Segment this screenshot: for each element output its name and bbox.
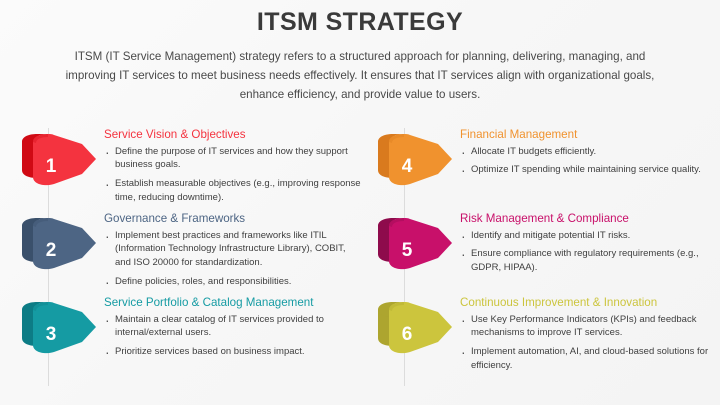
bullet-item: Ensure compliance with regulatory requir… — [460, 244, 718, 274]
step-bullet-list: Maintain a clear catalog of IT services … — [104, 310, 362, 362]
step-bullet-list: Implement best practices and frameworks … — [104, 226, 362, 291]
bullet-item: Use Key Performance Indicators (KPIs) an… — [460, 310, 718, 340]
bullet-item: Define policies, roles, and responsibili… — [104, 272, 362, 291]
step-heading: Service Vision & Objectives — [104, 128, 246, 141]
ribbon-body — [389, 134, 452, 186]
ribbon-badge-5: 5 — [370, 218, 462, 280]
step-bullet-list: Define the purpose of IT services and ho… — [104, 142, 362, 204]
ribbon-badge-2: 2 — [14, 218, 106, 280]
ribbon-badge-4: 4 — [370, 134, 462, 196]
step-content: Governance & FrameworksImplement best pr… — [104, 212, 362, 293]
step-content: Service Portfolio & Catalog ManagementMa… — [104, 296, 362, 364]
bullet-item: Maintain a clear catalog of IT services … — [104, 310, 362, 340]
ribbon-fold-shadow — [389, 218, 404, 227]
ribbon-badge-3: 3 — [14, 302, 106, 364]
ribbon-shape — [378, 302, 452, 354]
ribbon-fold-shadow — [389, 302, 404, 311]
intro-paragraph: ITSM (IT Service Management) strategy re… — [65, 50, 655, 101]
ribbon-shape — [22, 134, 96, 186]
step-heading: Service Portfolio & Catalog Management — [104, 296, 314, 309]
page-title: ITSM STRATEGY — [256, 8, 464, 36]
step-content: Service Vision & ObjectivesDefine the pu… — [104, 128, 362, 209]
ribbon-body — [33, 134, 96, 186]
bullet-item: Implement best practices and frameworks … — [104, 226, 362, 270]
step-heading: Continuous Improvement & Innovation — [460, 296, 658, 309]
ribbon-body — [33, 302, 96, 354]
step-bullet-list: Allocate IT budgets efficiently.Optimize… — [460, 142, 718, 180]
step-heading: Financial Management — [460, 128, 578, 141]
step-content: Risk Management & ComplianceIdentify and… — [460, 212, 718, 280]
ribbon-shape — [22, 218, 96, 270]
ribbon-badge-1: 1 — [14, 134, 106, 196]
step-content: Continuous Improvement & InnovationUse K… — [460, 296, 718, 377]
ribbon-shape — [22, 302, 96, 354]
bullet-item: Implement automation, AI, and cloud-base… — [460, 342, 718, 372]
bullet-item: Define the purpose of IT services and ho… — [104, 142, 362, 172]
step-content: Financial ManagementAllocate IT budgets … — [460, 128, 718, 182]
bullet-item: Prioritize services based on business im… — [104, 342, 362, 361]
ribbon-fold-shadow — [389, 134, 404, 143]
ribbon-shape — [378, 218, 452, 270]
ribbon-body — [389, 218, 452, 270]
ribbon-body — [33, 218, 96, 270]
bullet-item: Allocate IT budgets efficiently. — [460, 142, 718, 161]
ribbon-fold-shadow — [33, 302, 48, 311]
step-heading: Governance & Frameworks — [104, 212, 246, 225]
ribbon-fold-shadow — [33, 218, 48, 227]
ribbon-fold-shadow — [33, 134, 48, 143]
step-heading: Risk Management & Compliance — [460, 212, 629, 225]
step-bullet-list: Identify and mitigate potential IT risks… — [460, 226, 718, 275]
ribbon-shape — [378, 134, 452, 186]
bullet-item: Optimize IT spending while maintaining s… — [460, 161, 718, 180]
ribbon-badge-6: 6 — [370, 302, 462, 364]
bullet-item: Identify and mitigate potential IT risks… — [460, 226, 718, 245]
ribbon-body — [389, 302, 452, 354]
step-bullet-list: Use Key Performance Indicators (KPIs) an… — [460, 310, 718, 372]
bullet-item: Establish measurable objectives (e.g., i… — [104, 174, 362, 204]
